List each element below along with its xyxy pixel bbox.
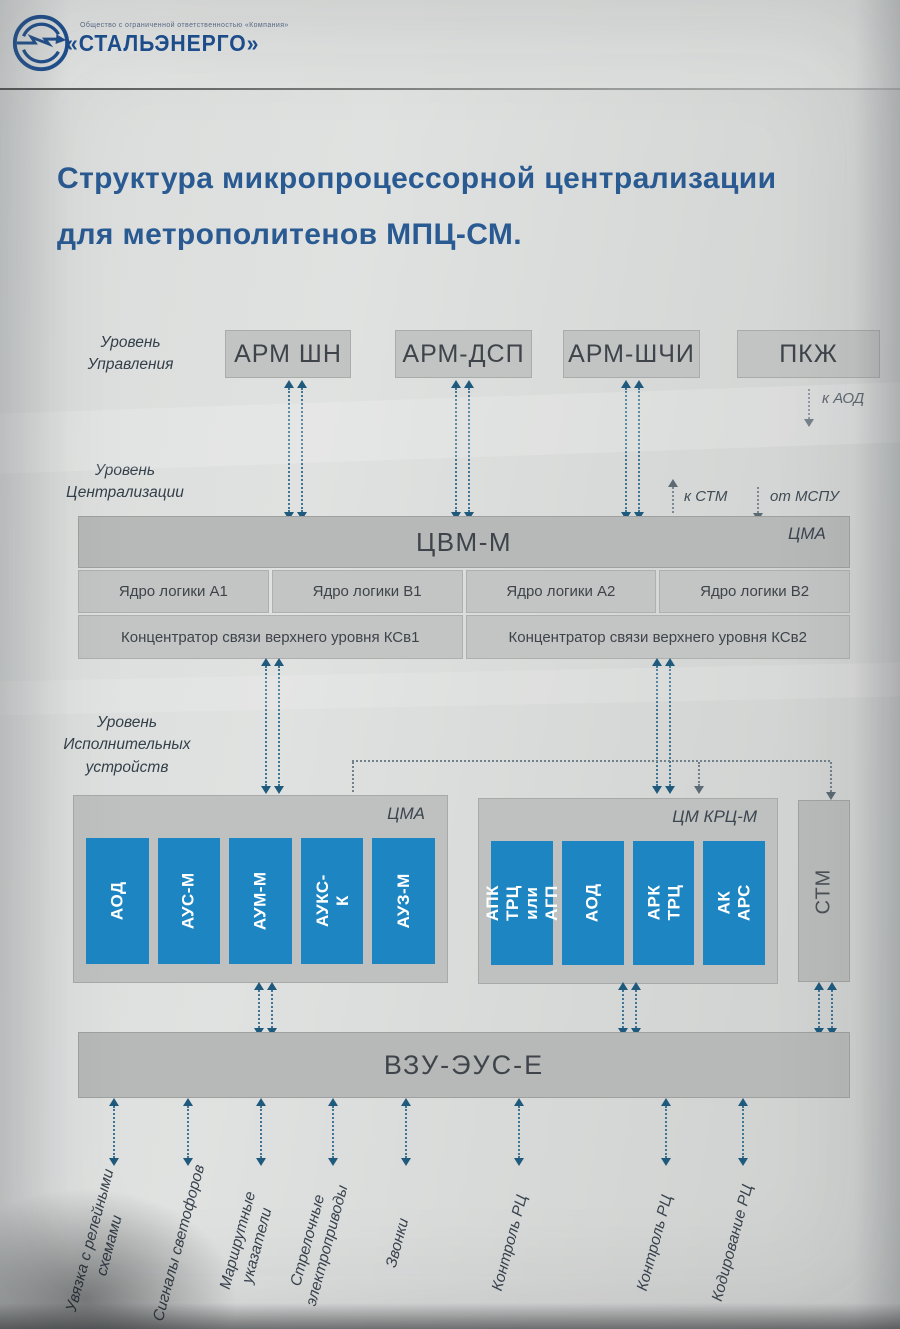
field-arrow: [401, 1098, 411, 1166]
field-label-rc-coding: Кодирование РЦ: [708, 1182, 757, 1304]
module-aum-m: АУМ-М: [229, 838, 292, 964]
data-link-arrow: [652, 658, 662, 794]
field-arrow: [328, 1098, 338, 1166]
page-title-line1: Структура микропроцессорной централизаци…: [57, 162, 777, 195]
field-arrow: [738, 1098, 748, 1166]
from-mspu-arrow: [753, 487, 763, 521]
data-link-arrow: [634, 380, 644, 520]
box-arm-dsp: АРМ-ДСП: [395, 330, 532, 378]
centralization-level-label: Уровень Централизации: [66, 462, 184, 502]
concentrator-ksv2: Концентратор связи верхнего уровня КСв2: [465, 615, 850, 659]
bus-connector-line: [352, 760, 830, 762]
from-mspu-label: от МСПУ: [770, 488, 839, 505]
group-cma-modules: АОД АУС-М АУМ-М АУКС-К АУЗ-М: [86, 838, 435, 964]
core-a1: Ядро логики А1: [78, 570, 269, 613]
to-aod-label: к АОД: [822, 390, 865, 407]
group-krc-m: ЦМ КРЦ-М АПК ТРЦ или АГП АОД АРК ТРЦ АК …: [478, 798, 778, 984]
field-arrow: [183, 1098, 193, 1166]
data-link-arrow: [274, 658, 284, 794]
control-level-label: Уровень Управления: [87, 334, 174, 374]
photo-light-streak: [0, 661, 900, 717]
data-link-arrow: [665, 658, 675, 794]
module-auz-m: АУЗ-М: [372, 838, 435, 964]
box-vzu-eus-e: ВЗУ-ЭУС-Е: [78, 1032, 850, 1098]
data-link-arrow: [267, 982, 277, 1036]
logic-cores-row: Ядро логики А1 Ядро логики В1 Ядро логик…: [78, 570, 850, 613]
data-link-arrow: [464, 380, 474, 520]
box-cvm-m: ЦВМ-М: [78, 516, 850, 568]
executive-level-label: Уровень Исполнительных устройств: [63, 714, 191, 776]
box-stm: СТМ: [798, 800, 850, 982]
group-cma: ЦМА АОД АУС-М АУМ-М АУКС-К АУЗ-М: [73, 795, 448, 983]
data-link-arrow: [297, 380, 307, 520]
concentrator-ksv1: Концентратор связи верхнего уровня КСв1: [78, 615, 463, 659]
stalenergo-logo-icon: [12, 14, 70, 72]
pkzh-to-aod-arrow: [804, 389, 814, 427]
group-krc-tag: ЦМ КРЦ-М: [672, 807, 757, 826]
data-link-arrow: [254, 982, 264, 1036]
group-krc-modules: АПК ТРЦ или АГП АОД АРК ТРЦ АК АРС: [483, 841, 765, 965]
data-link-arrow: [621, 380, 631, 520]
module-ak-ars: АК АРС: [703, 841, 765, 965]
field-arrow: [514, 1098, 524, 1166]
connector-drop: [694, 762, 704, 794]
module-aod: АОД: [86, 838, 149, 964]
company-legal-name: Общество с ограниченной ответственностью…: [80, 22, 289, 29]
data-link-arrow: [261, 658, 271, 794]
module-ark-trc: АРК ТРЦ: [632, 841, 695, 965]
to-stm-arrow: [668, 479, 678, 513]
company-name: «СТАЛЬЭНЕРГО»: [66, 30, 260, 56]
data-link-arrow: [451, 380, 461, 520]
group-cma-tag: ЦМА: [387, 804, 425, 823]
data-link-arrow: [618, 982, 628, 1036]
field-arrow: [109, 1098, 119, 1166]
field-arrow: [661, 1098, 671, 1166]
box-arm-shn: АРМ ШН: [225, 330, 351, 378]
data-link-arrow: [827, 982, 837, 1036]
module-auks-k: АУКС-К: [300, 838, 364, 964]
core-b2: Ядро логики В2: [659, 570, 850, 613]
connector-drop: [352, 762, 354, 792]
core-a2: Ядро логики А2: [465, 570, 657, 613]
header-divider: [0, 88, 900, 90]
data-link-arrow: [631, 982, 641, 1036]
page-title: Структура микропроцессорной централизаци…: [57, 162, 867, 252]
data-link-arrow: [814, 982, 824, 1036]
connector-drop-stm: [826, 762, 836, 800]
page-title-line2: для метрополитенов МПЦ-СМ.: [57, 218, 523, 251]
module-apk-trc: АПК ТРЦ или АГП: [483, 841, 560, 965]
module-aod2: АОД: [561, 841, 624, 965]
data-link-arrow: [284, 380, 294, 520]
field-arrow: [256, 1098, 266, 1166]
concentrators-row: Концентратор связи верхнего уровня КСв1 …: [78, 615, 850, 659]
box-arm-shchi: АРМ-ШЧИ: [563, 330, 700, 378]
to-stm-label: к СТМ: [684, 488, 728, 505]
box-pkzh: ПКЖ: [737, 330, 880, 378]
core-b1: Ядро логики В1: [271, 570, 463, 613]
cvm-cma-tag: ЦМА: [788, 524, 826, 543]
module-aus-m: АУС-М: [157, 838, 221, 964]
